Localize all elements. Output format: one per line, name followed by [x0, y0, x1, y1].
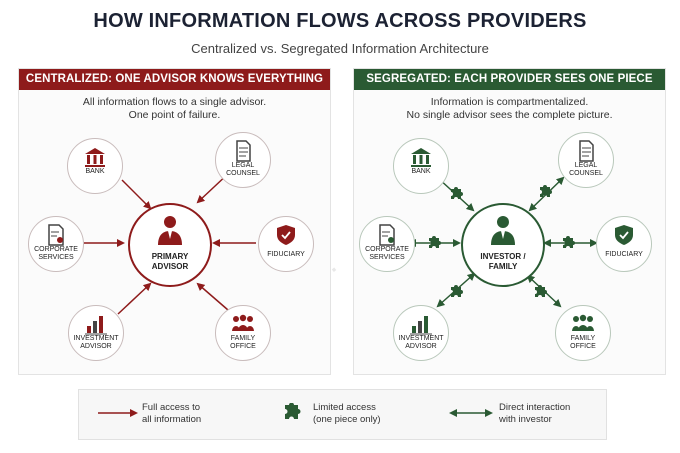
segregated-desc-line2: No single advisor sees the complete pict…	[406, 109, 613, 121]
document-icon	[236, 140, 251, 162]
right-family-label-1: FAMILY	[570, 335, 596, 342]
left-corporate-node: CORPORATE SERVICES	[28, 216, 84, 272]
right-family-node: FAMILY OFFICE	[555, 305, 611, 361]
page-subtitle: Centralized vs. Segregated Information A…	[191, 41, 489, 56]
left-family-label-2: OFFICE	[230, 343, 256, 350]
left-family-label-1: FAMILY	[230, 335, 256, 342]
right-fiduciary-label: FIDUCIARY	[605, 251, 643, 258]
advisor-icon	[158, 216, 182, 245]
certificate-icon	[379, 224, 395, 246]
legend-puzzle-icon	[285, 403, 301, 419]
shield-icon	[277, 225, 295, 245]
legend-full-access-line1: Full access to	[142, 402, 201, 413]
primary-advisor-label-2: ADVISOR	[151, 262, 189, 271]
right-bank-node: BANK	[393, 138, 449, 194]
chart-icon	[85, 316, 107, 335]
left-bank-node: BANK	[67, 138, 123, 194]
document-icon	[579, 140, 594, 162]
investor-family-label-2: FAMILY	[488, 262, 518, 271]
centralized-desc-line1: All information flows to a single adviso…	[82, 96, 267, 108]
right-legal-node: LEGAL COUNSEL	[558, 132, 614, 188]
left-investment-node: INVESTMENT ADVISOR	[68, 305, 124, 361]
right-bank-label: BANK	[411, 168, 431, 175]
left-legal-node: LEGAL COUNSEL	[215, 132, 271, 188]
primary-advisor-node: PRIMARY ADVISOR	[128, 203, 212, 287]
left-legal-label-2: COUNSEL	[226, 170, 260, 177]
left-bank-label: BANK	[85, 168, 105, 175]
left-family-node: FAMILY OFFICE	[215, 305, 271, 361]
legend: Full access to all information Limited a…	[78, 389, 607, 440]
left-fiduciary-label: FIDUCIARY	[267, 251, 305, 258]
right-legal-label-2: COUNSEL	[569, 170, 603, 177]
segregated-banner: SEGREGATED: EACH PROVIDER SEES ONE PIECE	[354, 69, 665, 90]
chart-icon	[410, 316, 432, 335]
bank-icon	[85, 148, 105, 167]
page-title: HOW INFORMATION FLOWS ACROSS PROVIDERS	[93, 10, 587, 32]
right-corporate-node: CORPORATE SERVICES	[359, 216, 415, 272]
right-corporate-label-1: CORPORATE	[365, 246, 409, 253]
shield-icon	[615, 225, 633, 245]
primary-advisor-label-1: PRIMARY	[151, 252, 189, 261]
left-investment-label-2: ADVISOR	[80, 343, 112, 350]
right-investment-label-1: INVESTMENT	[398, 335, 444, 342]
bank-icon	[411, 148, 431, 167]
legend-direct-interaction-line1: Direct interaction	[499, 402, 571, 413]
left-investment-label-1: INVESTMENT	[73, 335, 119, 342]
investor-family-label-1: INVESTOR /	[480, 252, 526, 261]
right-investment-node: INVESTMENT ADVISOR	[393, 305, 449, 361]
right-corporate-label-2: SERVICES	[369, 254, 405, 261]
left-corporate-label-2: SERVICES	[38, 254, 74, 261]
left-legal-label-1: LEGAL	[231, 162, 255, 169]
segregated-desc-line1: Information is compartmentalized.	[430, 96, 589, 108]
legend-green-double-arrow-icon	[449, 409, 493, 417]
left-fiduciary-node: FIDUCIARY	[258, 216, 314, 272]
legend-limited-access-line1: Limited access	[313, 402, 376, 413]
legend-full-access-line2: all information	[142, 414, 202, 425]
people-icon	[232, 314, 254, 331]
right-fiduciary-node: FIDUCIARY	[596, 216, 652, 272]
right-investment-label-2: ADVISOR	[405, 343, 437, 350]
right-family-label-2: OFFICE	[570, 343, 596, 350]
centralized-banner: CENTRALIZED: ONE ADVISOR KNOWS EVERYTHIN…	[19, 69, 330, 90]
legend-red-arrow-icon	[98, 409, 138, 417]
left-corporate-label-1: CORPORATE	[34, 246, 78, 253]
investor-icon	[491, 216, 515, 245]
people-icon	[572, 314, 594, 331]
investor-family-node: INVESTOR / FAMILY	[461, 203, 545, 287]
certificate-icon	[48, 224, 64, 246]
legend-limited-access-line2: (one piece only)	[313, 414, 381, 425]
centralized-desc-line2: One point of failure.	[128, 109, 221, 121]
right-legal-label-1: LEGAL	[574, 162, 598, 169]
legend-direct-interaction-line2: with investor	[499, 414, 552, 425]
